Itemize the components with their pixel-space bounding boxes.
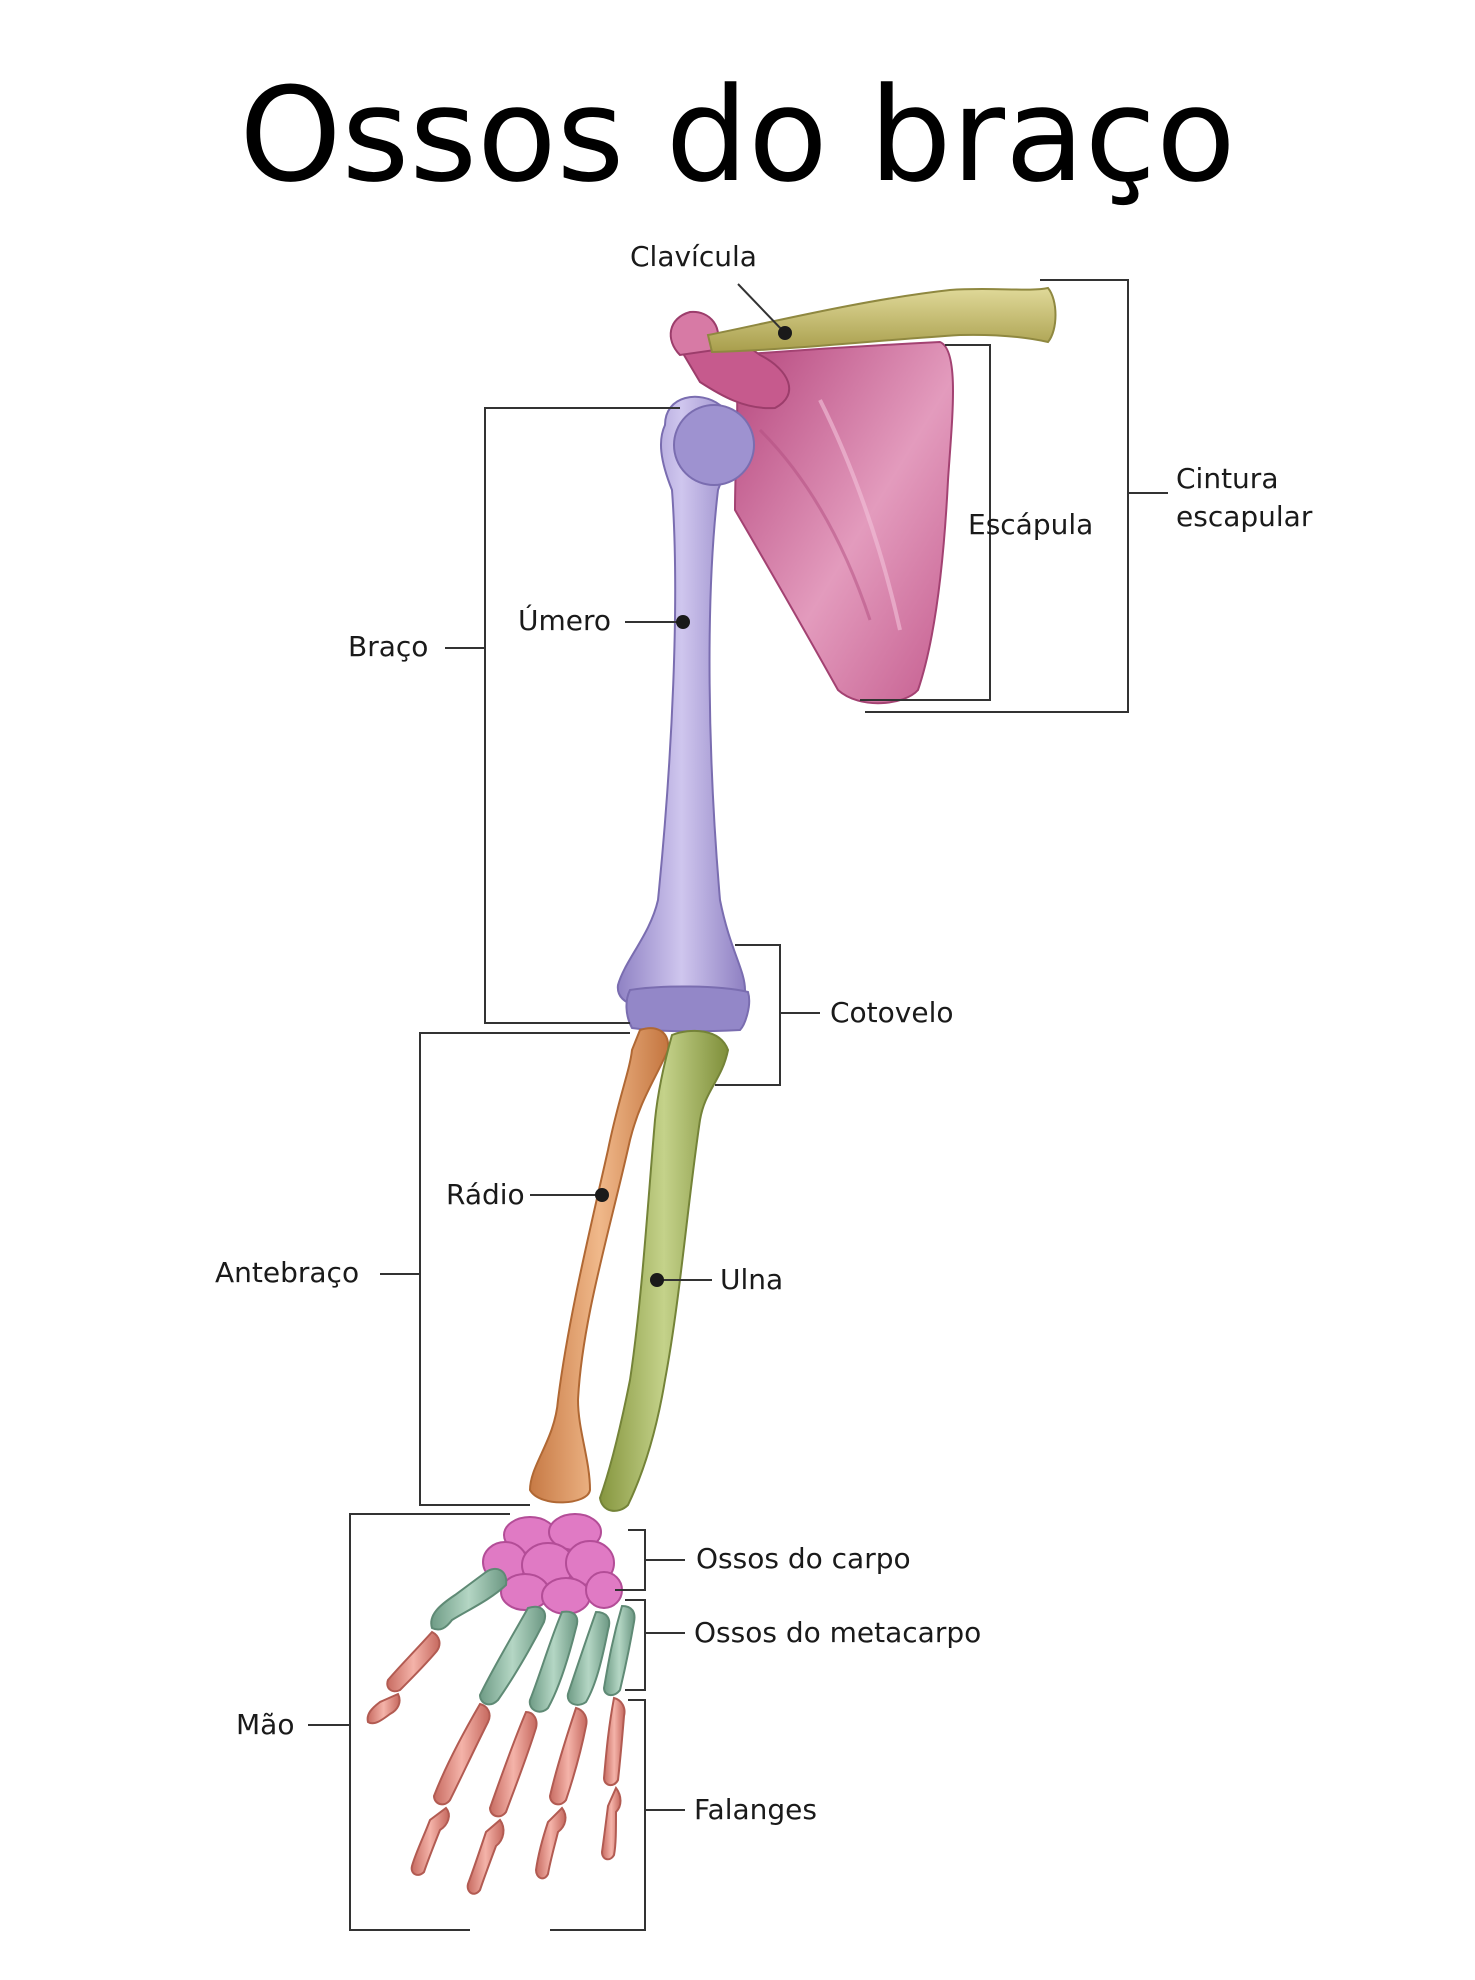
phalange-bones xyxy=(366,1630,626,1895)
brackets-and-leaders xyxy=(308,279,1168,1931)
label-braco: Braço xyxy=(348,630,429,663)
carpal-bones xyxy=(482,1513,623,1615)
label-cintura-1: Cintura xyxy=(1176,462,1279,495)
radius-dot xyxy=(595,1188,609,1202)
metacarpal-bones xyxy=(430,1567,636,1713)
ulna-dot xyxy=(650,1273,664,1287)
scapula-bone xyxy=(669,310,954,705)
label-cintura-2: escapular xyxy=(1176,500,1313,533)
clavicle-bone xyxy=(706,286,1057,354)
leader-dots xyxy=(595,326,792,1287)
label-umero: Úmero xyxy=(518,604,612,637)
humerus-dot xyxy=(676,615,690,629)
label-cotovelo: Cotovelo xyxy=(830,996,954,1029)
page-title: Ossos do braço xyxy=(239,59,1236,211)
label-radio: Rádio xyxy=(446,1178,525,1211)
label-ulna: Ulna xyxy=(720,1263,784,1296)
label-clavicula: Clavícula xyxy=(630,240,757,273)
radius-bone xyxy=(528,1027,670,1504)
label-mao: Mão xyxy=(236,1708,295,1741)
label-escapula: Escápula xyxy=(968,508,1094,541)
label-antebraco: Antebraço xyxy=(215,1256,360,1289)
clavicle-dot xyxy=(778,326,792,340)
label-metacarpo: Ossos do metacarpo xyxy=(694,1616,982,1649)
ulna-bone xyxy=(598,1029,730,1512)
label-carpo: Ossos do carpo xyxy=(696,1542,911,1575)
label-falanges: Falanges xyxy=(694,1793,817,1826)
humerus-bone xyxy=(616,395,755,1033)
